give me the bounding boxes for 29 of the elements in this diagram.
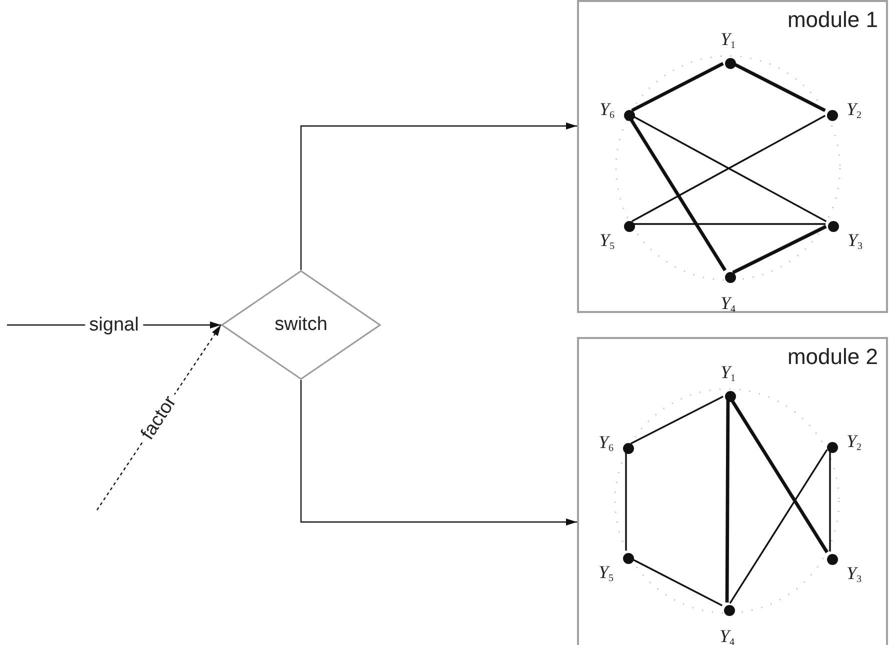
arrow — [300, 380, 577, 526]
graph-edge — [729, 449, 828, 604]
node-label: Y$_{1}$ — [720, 30, 736, 48]
node-label: Y$_{5}$ — [600, 231, 614, 249]
graph-edge — [631, 62, 724, 112]
node-label: Y$_{3}$ — [848, 231, 862, 249]
graph-edge — [732, 224, 827, 274]
graph-edge — [630, 396, 724, 444]
node-label: switch — [274, 312, 328, 337]
node-label: Y$_{3}$ — [846, 564, 862, 582]
module-panel — [577, 0, 888, 313]
arrow — [300, 122, 577, 270]
decision-diamond — [221, 270, 381, 380]
graph-edge — [725, 400, 730, 602]
node-label: Y$_{1}$ — [720, 363, 736, 381]
node-label: Y$_{4}$ — [720, 294, 736, 312]
node-label: Y$_{4}$ — [720, 627, 734, 645]
module-title: module 1 — [787, 6, 878, 34]
edge-label: signal — [85, 316, 143, 334]
node-label: Y$_{6}$ — [598, 433, 614, 451]
graph-edge — [829, 450, 831, 552]
node-label: Y$_{2}$ — [846, 100, 862, 118]
module-panel — [577, 337, 888, 645]
module-title: module 2 — [787, 343, 878, 370]
node-label: Y$_{5}$ — [598, 563, 614, 581]
graph-edge — [625, 452, 627, 550]
node-label: Y$_{2}$ — [846, 432, 862, 450]
graph-edge — [632, 223, 826, 225]
node-label: Y$_{6}$ — [600, 100, 614, 118]
